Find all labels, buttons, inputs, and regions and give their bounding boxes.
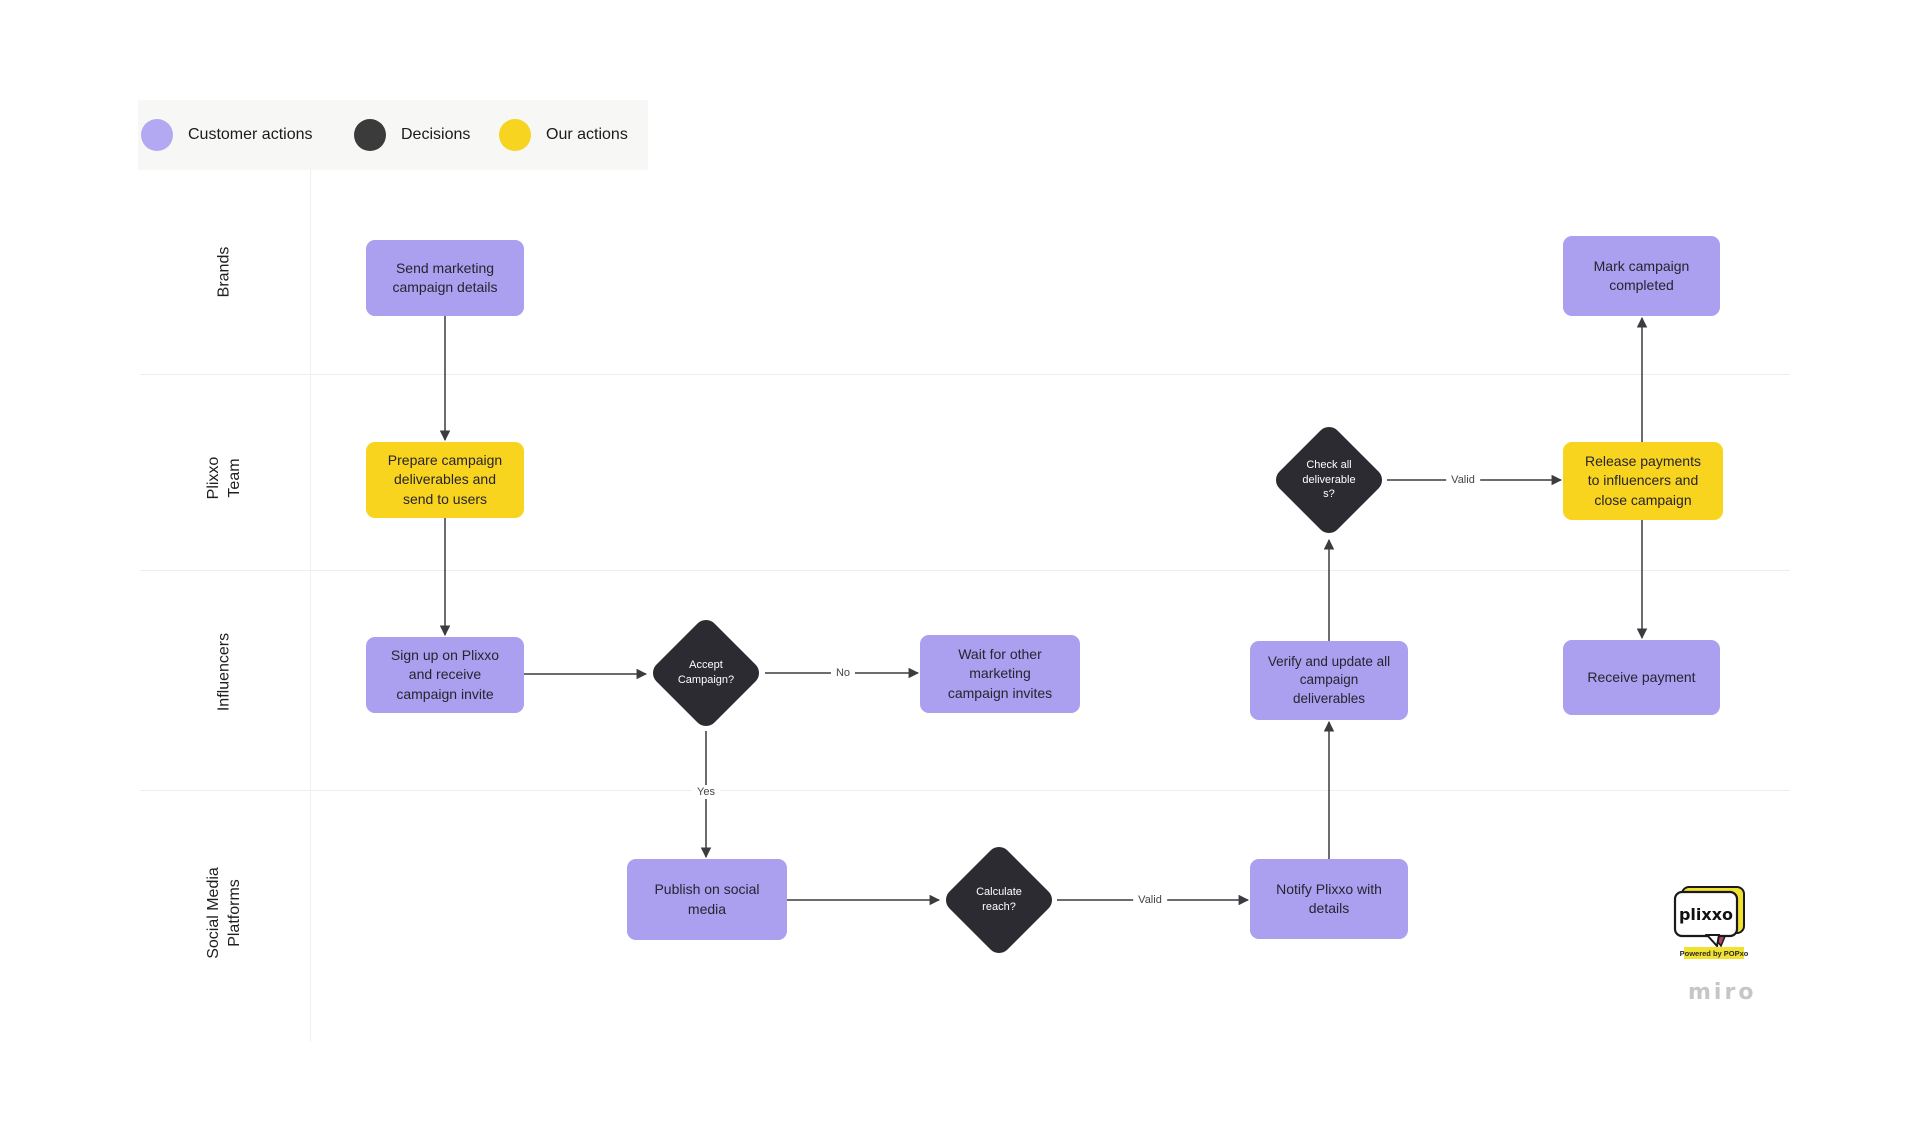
our-actions-dot-icon	[499, 119, 531, 151]
node-wait-other-invites[interactable]: Wait for other marketing campaign invite…	[920, 635, 1080, 713]
lane-label-plixxo-team: Plixxo Team	[205, 456, 243, 500]
decision-accept-campaign-label: Accept Campaign?	[677, 659, 735, 686]
node-verify-update-deliverables[interactable]: Verify and update all campaign deliverab…	[1250, 641, 1408, 720]
legend-label-our-actions: Our actions	[546, 126, 628, 143]
node-sign-up-plixxo[interactable]: Sign up on Plixxo and receive campaign i…	[366, 637, 524, 713]
edge-label-valid-reach: Valid	[1133, 893, 1167, 907]
lane-divider	[140, 374, 1790, 375]
customer-actions-dot-icon	[141, 119, 173, 151]
legend: Customer actions Decisions Our actions	[138, 100, 648, 170]
node-notify-plixxo[interactable]: Notify Plixxo with details	[1250, 859, 1408, 939]
node-release-payments[interactable]: Release payments to influencers and clos…	[1563, 442, 1723, 520]
edge-label-yes: Yes	[692, 785, 720, 799]
node-send-marketing-details[interactable]: Send marketing campaign details	[366, 240, 524, 316]
miro-watermark: miro	[1688, 980, 1757, 1005]
powered-by-ribbon: Powered by POPxo	[1679, 947, 1749, 959]
decision-calculate-reach[interactable]: Calculate reach?	[941, 842, 1057, 958]
lane-divider	[140, 790, 1790, 791]
decision-check-deliverables[interactable]: Check all deliverable s?	[1271, 422, 1387, 538]
node-prepare-deliverables[interactable]: Prepare campaign deliverables and send t…	[366, 442, 524, 518]
decision-calculate-reach-label: Calculate reach?	[976, 886, 1022, 913]
node-mark-campaign-completed[interactable]: Mark campaign completed	[1563, 236, 1720, 316]
decisions-dot-icon	[354, 119, 386, 151]
lane-label-divider	[310, 170, 311, 1042]
legend-item-our-actions: Our actions	[499, 100, 628, 170]
decision-accept-campaign[interactable]: Accept Campaign?	[648, 615, 764, 731]
node-publish-social-media[interactable]: Publish on social media	[627, 859, 787, 940]
legend-label-customer-actions: Customer actions	[188, 126, 313, 143]
lane-divider	[140, 570, 1790, 571]
lane-label-influencers: Influencers	[215, 632, 233, 712]
edge-label-valid-deliverables: Valid	[1446, 473, 1480, 487]
decision-check-deliverables-label: Check all deliverable s?	[1302, 458, 1356, 501]
plixxo-logo: plixxo	[1672, 885, 1750, 954]
node-receive-payment[interactable]: Receive payment	[1563, 640, 1720, 715]
legend-item-customer-actions: Customer actions	[141, 100, 313, 170]
plixxo-speech-bubble-icon: plixxo	[1673, 886, 1745, 949]
legend-item-decisions: Decisions	[354, 100, 470, 170]
plixxo-wordmark: plixxo	[1679, 905, 1733, 924]
legend-label-decisions: Decisions	[401, 126, 471, 143]
lane-label-brands: Brands	[215, 246, 233, 298]
lane-label-social-media-platforms: Social Media Platforms	[205, 867, 243, 959]
edge-label-no: No	[830, 666, 856, 680]
